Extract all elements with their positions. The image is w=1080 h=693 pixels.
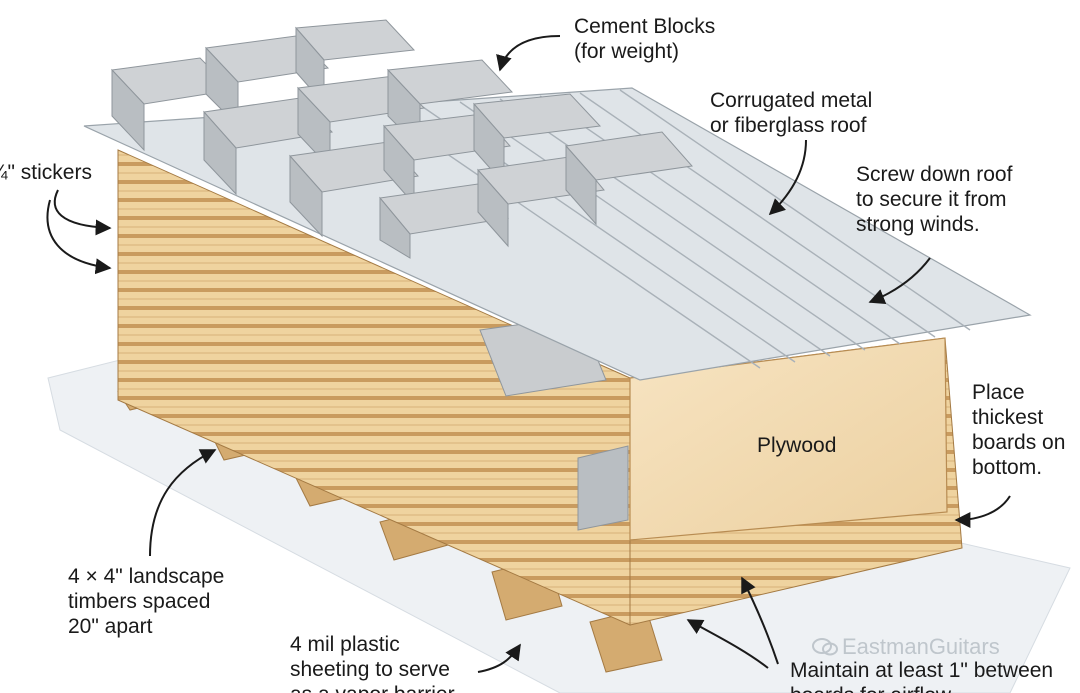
plywood-panel <box>629 337 948 541</box>
watermark-text: EastmanGuitars <box>842 634 1000 659</box>
callout-leader-lines <box>46 35 1011 673</box>
airflow-label: Maintain at least 1" between boards for … <box>790 659 1054 693</box>
timbers-label: 4 × 4" landscape timbers spaced 20" apar… <box>68 565 225 638</box>
watermark: EastmanGuitars <box>812 634 1000 660</box>
cement-blocks-label: Cement Blocks (for weight) <box>574 15 716 63</box>
stickers-label: ¾" stickers <box>0 161 92 184</box>
place-thickest-label: Place thickest boards on bottom. <box>972 381 1066 479</box>
roof-label: Corrugated metal or fiberglass roof <box>710 89 873 137</box>
screw-roof-label: Screw down roof to secure it from strong… <box>856 163 1013 236</box>
cement-blocks-on-roof <box>110 19 693 259</box>
chat-bubble-icon <box>812 638 838 656</box>
plywood-label: Plywood <box>757 434 837 457</box>
plastic-sheeting-label: 4 mil plastic sheeting to serve as a vap… <box>290 633 455 693</box>
